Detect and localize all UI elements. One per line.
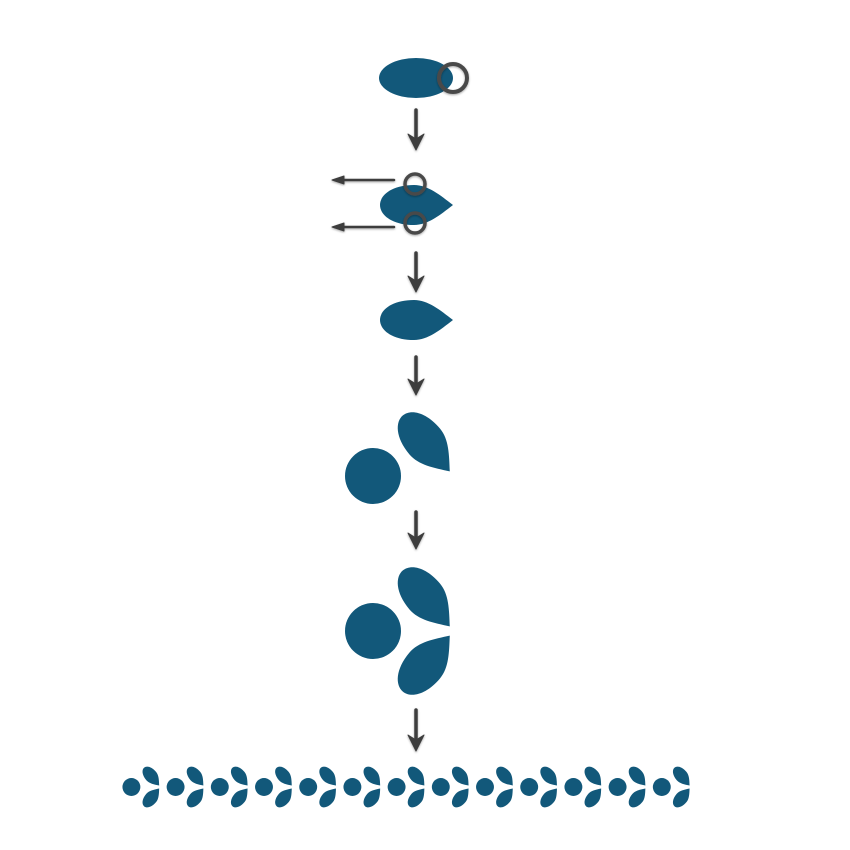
pattern-motif (387, 763, 430, 811)
pattern-motif-lower-teardrop (183, 784, 209, 811)
pattern-motif-upper-teardrop (360, 763, 386, 790)
pattern-motif (255, 763, 297, 811)
pattern-motif-circle (166, 778, 185, 796)
step-4-group (345, 402, 466, 504)
pattern-motif-lower-teardrop (669, 784, 695, 811)
down-arrow-4 (407, 510, 425, 550)
step-2-group (331, 172, 453, 235)
step-6-pattern-row (122, 763, 695, 811)
pattern-motif-upper-teardrop (227, 763, 253, 790)
pattern-motif-circle (343, 778, 362, 796)
pattern-motif-circle (608, 778, 627, 796)
pattern-motif (564, 763, 607, 811)
pattern-motif (520, 763, 562, 811)
down-arrow-3 (407, 355, 425, 396)
step-3-group (380, 300, 453, 340)
pattern-motif-lower-teardrop (625, 784, 651, 811)
pattern-motif-upper-teardrop (183, 763, 209, 790)
pattern-motif-upper-teardrop (625, 763, 651, 790)
step-2-bottom-drag-arrow (331, 222, 396, 232)
pattern-motif-circle (122, 778, 141, 796)
pattern-motif (343, 763, 386, 811)
pattern-motif (608, 763, 651, 811)
pattern-motif-circle (652, 778, 671, 796)
step-3-teardrop (380, 300, 453, 340)
pattern-motif (210, 763, 253, 811)
pattern-motif-upper-teardrop (581, 763, 607, 790)
pattern-motif-upper-teardrop (271, 763, 297, 790)
pattern-motif (476, 763, 518, 811)
pattern-motif-circle (431, 778, 450, 796)
pattern-motif-lower-teardrop (316, 784, 341, 811)
pattern-motif-lower-teardrop (492, 784, 518, 811)
step-5-circle (345, 603, 401, 659)
pattern-motif-upper-teardrop (139, 763, 165, 790)
pattern-motif-circle (299, 778, 318, 796)
pattern-motif-lower-teardrop (271, 784, 297, 811)
pattern-motif-circle (564, 778, 583, 796)
down-arrow-2 (407, 251, 425, 293)
down-arrow-5 (407, 708, 425, 752)
step-2-top-handle (403, 172, 427, 196)
pattern-motif-upper-teardrop (669, 763, 695, 790)
pattern-motif-circle (255, 778, 273, 796)
step-5-group (345, 557, 466, 705)
step-2-teardrop (380, 185, 453, 225)
pattern-motif-upper-teardrop (448, 763, 474, 790)
pattern-motif-upper-teardrop (537, 763, 562, 790)
pattern-motif (431, 763, 474, 811)
pattern-motif-lower-teardrop (404, 784, 430, 811)
pattern-motif-lower-teardrop (581, 784, 607, 811)
pattern-motif (166, 763, 209, 811)
step-4-circle (345, 448, 401, 504)
step-1-ellipse-group (379, 58, 469, 98)
pattern-motif-circle (210, 778, 229, 796)
step-1-ellipse (379, 58, 453, 98)
pattern-motif (122, 763, 165, 811)
pattern-motif-upper-teardrop (316, 763, 341, 790)
step-1-anchor-point (437, 62, 469, 94)
pattern-motif-circle (387, 778, 406, 796)
pattern-motif-upper-teardrop (404, 763, 430, 790)
pattern-motif-lower-teardrop (139, 784, 165, 811)
step-2-bottom-handle (403, 211, 427, 235)
pattern-motif (299, 763, 341, 811)
pattern-motif-lower-teardrop (448, 784, 474, 811)
down-arrow-1 (407, 108, 425, 151)
pattern-motif-lower-teardrop (360, 784, 386, 811)
pattern-motif-lower-teardrop (537, 784, 562, 811)
pattern-motif-upper-teardrop (492, 763, 518, 790)
pattern-motif-circle (476, 778, 494, 796)
pattern-motif-lower-teardrop (227, 784, 253, 811)
step-2-top-drag-arrow (331, 175, 396, 185)
pattern-motif-circle (520, 778, 539, 796)
pattern-motif (652, 763, 695, 811)
